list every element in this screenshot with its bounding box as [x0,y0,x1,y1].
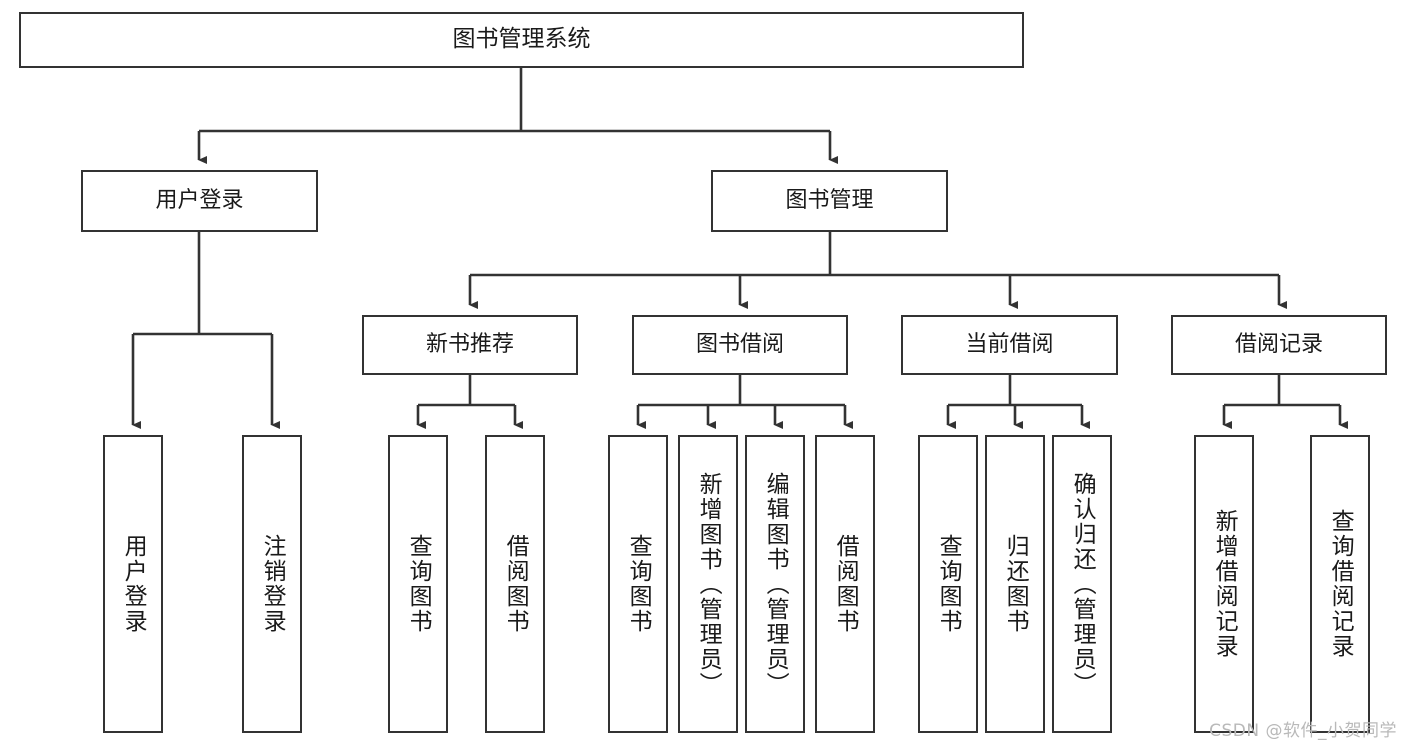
node-label: 借阅图书 [502,534,529,634]
node-book-manage[interactable]: 图书管理 [711,170,948,232]
node-leaf-logout-login[interactable]: 注销登录 [242,435,302,733]
node-current-borrow[interactable]: 当前借阅 [901,315,1118,375]
node-leaf-user-login[interactable]: 用户登录 [103,435,163,733]
node-leaf-return-book[interactable]: 归还图书 [985,435,1045,733]
node-book-borrow[interactable]: 图书借阅 [632,315,848,375]
node-leaf-edit-book[interactable]: 编辑图书（管理员） [745,435,805,733]
node-label: 查询借阅记录 [1327,509,1354,659]
node-label: 用户登录 [120,534,147,634]
node-leaf-query-borrow-record[interactable]: 查询借阅记录 [1310,435,1370,733]
node-leaf-borrow-book-1[interactable]: 借阅图书 [485,435,545,733]
node-label: 新增图书（管理员） [695,471,722,697]
node-leaf-query-book-1[interactable]: 查询图书 [388,435,448,733]
node-label: 新增借阅记录 [1211,509,1238,659]
node-label: 图书管理 [785,188,874,214]
node-label: 当前借阅 [965,332,1054,358]
node-book-management-system[interactable]: 图书管理系统 [19,12,1024,68]
node-leaf-borrow-book-2[interactable]: 借阅图书 [815,435,875,733]
node-label: 查询图书 [935,534,962,634]
node-leaf-confirm-return[interactable]: 确认归还（管理员） [1052,435,1112,733]
node-label: 借阅记录 [1234,332,1323,358]
node-borrow-record[interactable]: 借阅记录 [1171,315,1387,375]
watermark-text: CSDN @软件_小贺同学 [1209,721,1397,741]
node-label: 图书借阅 [695,332,784,358]
node-label: 归还图书 [1002,534,1029,634]
node-leaf-query-book-3[interactable]: 查询图书 [918,435,978,733]
node-label: 注销登录 [259,534,286,634]
node-user-login[interactable]: 用户登录 [81,170,318,232]
node-label: 查询图书 [625,534,652,634]
node-label: 借阅图书 [832,534,859,634]
node-leaf-query-book-2[interactable]: 查询图书 [608,435,668,733]
node-label: 新书推荐 [425,332,514,358]
node-label: 确认归还（管理员） [1069,471,1096,697]
node-leaf-add-borrow-record[interactable]: 新增借阅记录 [1194,435,1254,733]
node-label: 编辑图书（管理员） [762,471,789,697]
node-leaf-add-book[interactable]: 新增图书（管理员） [678,435,738,733]
node-label: 用户登录 [155,188,244,214]
node-new-book-recommend[interactable]: 新书推荐 [362,315,578,375]
node-label: 查询图书 [405,534,432,634]
node-label: 图书管理系统 [452,26,591,53]
